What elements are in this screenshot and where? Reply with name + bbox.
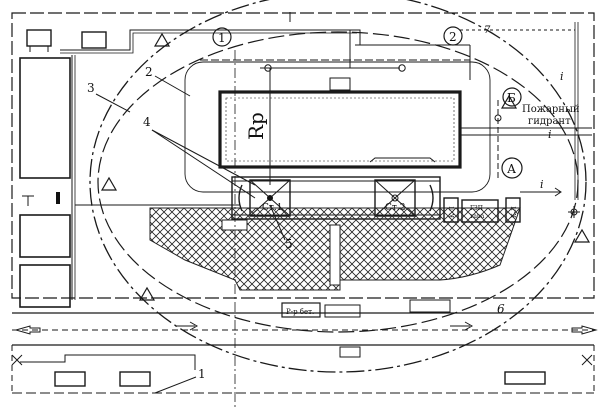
gzp-box xyxy=(461,199,499,223)
crane-track-envelope xyxy=(184,61,491,193)
traffic-arrow-1 xyxy=(175,321,199,331)
circle-b-label: Б xyxy=(507,91,516,105)
temp-building-1 xyxy=(26,29,52,47)
kl-left-label: К-Л xyxy=(449,206,456,218)
entry-arrow-left xyxy=(14,325,41,335)
fire-hydrant-symbol xyxy=(494,114,502,122)
kl-box-left xyxy=(443,197,459,223)
building-footprint xyxy=(218,90,462,169)
callout-2: 2 xyxy=(145,65,153,79)
fire-hydrant-label-1: Пожарный xyxy=(522,104,580,115)
danger-zone-inner xyxy=(97,31,579,333)
warning-sign-1 xyxy=(153,32,171,47)
callout-3: 3 xyxy=(87,81,95,95)
mark-7: 7 xyxy=(484,25,491,36)
temp-building-2 xyxy=(81,31,107,49)
danger-zone-outer xyxy=(89,0,587,373)
slope-i-top: i xyxy=(560,70,564,83)
callout-5: 5 xyxy=(285,237,293,251)
callout-circle-a xyxy=(501,157,523,179)
callout-6: 6 xyxy=(497,302,505,316)
storage-shed-low-left xyxy=(19,264,71,308)
utility-main-top xyxy=(60,29,361,51)
gzp-label-line1: ГЗП xyxy=(470,205,483,212)
rp-label: Rp xyxy=(244,112,268,140)
callout-4: 4 xyxy=(143,115,151,129)
warning-sign-3 xyxy=(138,286,156,301)
warning-sign-5 xyxy=(573,228,591,243)
kl-box-right xyxy=(505,197,521,223)
storage-shed-top-left xyxy=(19,57,71,179)
fire-hydrant-label-2: гидрант xyxy=(528,116,571,127)
callout-circle-1 xyxy=(212,27,232,47)
callout-circle-2 xyxy=(443,26,463,46)
warning-sign-2 xyxy=(100,176,118,191)
slope-i-lower: i xyxy=(540,178,544,191)
kl-right-label: К-Л xyxy=(511,206,518,218)
callout-1: 1 xyxy=(198,367,206,381)
concrete-hopper-label: Р-р бет. xyxy=(286,308,314,316)
utility-lower xyxy=(20,354,196,370)
utility-main-right-vertical xyxy=(574,22,579,200)
gzp-label-line2: тара xyxy=(470,213,485,220)
traffic-arrow-2 xyxy=(450,321,474,331)
storage-shed-mid-left xyxy=(19,214,71,258)
circle-1-label: 1 xyxy=(218,31,226,45)
warning-sign-4 xyxy=(500,94,518,109)
circle-2-label: 2 xyxy=(449,30,457,44)
concrete-hopper-box xyxy=(281,302,321,318)
callout-circle-b xyxy=(502,87,522,107)
site-fence xyxy=(11,12,595,299)
exit-arrow-right xyxy=(571,325,598,335)
slope-i-right: i xyxy=(548,128,552,141)
utility-main-right xyxy=(460,127,592,136)
circle-a-label: А xyxy=(507,162,516,176)
